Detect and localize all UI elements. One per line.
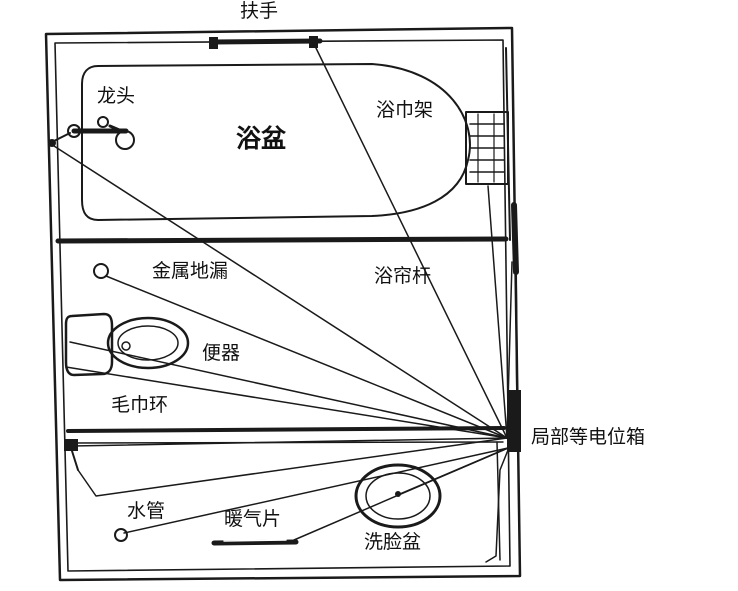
wire-faucet (53, 145, 508, 439)
wire-handrail (313, 43, 508, 439)
towel-rack (465, 111, 509, 185)
label-faucet: 龙头 (97, 85, 136, 107)
handrail-mount-right (309, 36, 318, 48)
wire-towel-ring (65, 366, 508, 439)
radiator-bar (211, 539, 299, 546)
handrail-bar (210, 38, 323, 45)
room-outer-wall (44, 26, 522, 582)
wire-floor-drain (105, 275, 508, 439)
wire-curtain-rod (506, 261, 513, 439)
label-washbasin: 洗脸盆 (364, 531, 422, 553)
label-curtain-rod: 浴帘杆 (374, 265, 432, 287)
handrail-mount-left (209, 37, 218, 49)
lower-partition (66, 426, 506, 433)
wire-toilet (69, 341, 508, 439)
bonding-wires (53, 43, 513, 563)
wire-partition (71, 437, 508, 447)
label-toilet: 便器 (202, 342, 241, 364)
wire-basin-drain (485, 449, 509, 563)
wire-water-pipe (77, 437, 508, 497)
bathtub-outline (81, 63, 471, 221)
faucet-icon (67, 116, 135, 150)
toilet-icon (64, 312, 190, 377)
wire-washbasin (399, 447, 509, 495)
label-radiator: 暖气片 (224, 508, 282, 530)
equipotential-box (507, 390, 521, 452)
faucet-bond-point (48, 139, 56, 147)
label-water-pipe: 水管 (127, 500, 166, 522)
wire-water-pipe-lower (123, 447, 509, 534)
label-handrail: 扶手 (240, 0, 279, 22)
wire-towel-rack (487, 185, 508, 439)
curtain-rod-post (511, 202, 519, 275)
wall-conduit (515, 271, 518, 393)
label-towel-rack: 浴巾架 (376, 99, 434, 121)
label-bathtub: 浴盆 (236, 124, 287, 153)
water-pipe-point (114, 528, 128, 542)
water-pipe-fitting (64, 439, 79, 471)
radiator-bar-inner (223, 539, 287, 542)
room-inner-wall (54, 39, 511, 572)
tub-partition (55, 236, 509, 244)
floor-drain-icon (93, 263, 109, 279)
label-equipotential-box: 局部等电位箱 (531, 426, 646, 448)
label-floor-drain: 金属地漏 (152, 260, 229, 282)
label-towel-ring: 毛巾环 (111, 394, 169, 416)
